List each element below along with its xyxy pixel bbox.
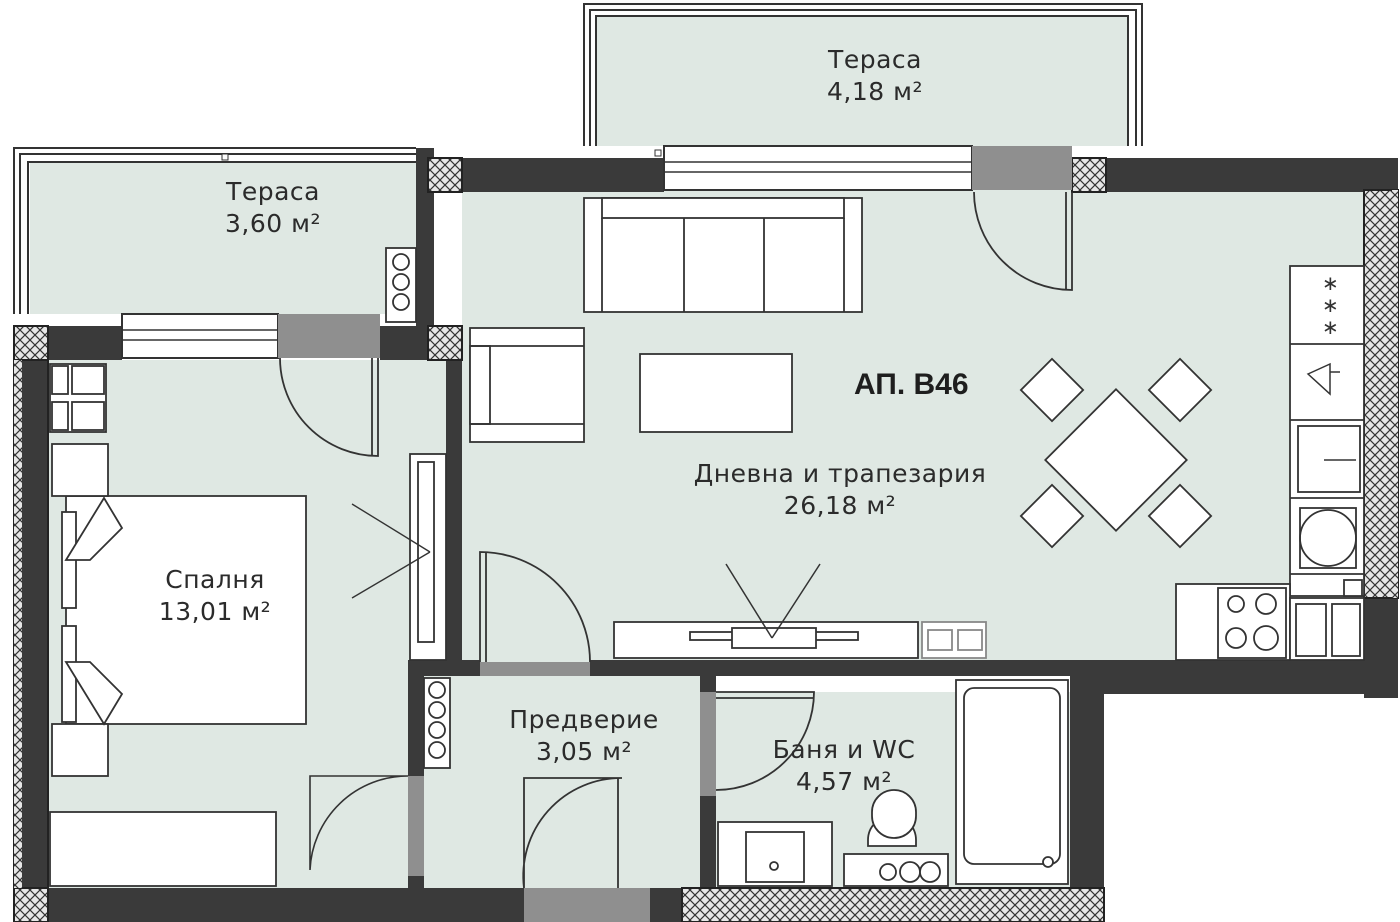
- room-area: 3,60 м²: [225, 209, 321, 238]
- column: [13, 325, 49, 361]
- furniture: [49, 197, 1365, 887]
- wall: [428, 158, 664, 192]
- coffee-table: [639, 353, 793, 433]
- railing-top-terrace-inner: [589, 9, 1137, 146]
- room-name: Баня и WC: [772, 735, 916, 764]
- door-swing: [479, 551, 591, 663]
- wall: [700, 676, 716, 692]
- hood-icon: [1306, 362, 1340, 396]
- hall-floor: [424, 676, 700, 888]
- wall: [1070, 660, 1104, 922]
- door-swing: [522, 777, 623, 889]
- chair: [1019, 357, 1085, 423]
- door-opening: [972, 146, 1072, 190]
- column: [1071, 157, 1107, 193]
- railing-left-terrace: [13, 147, 416, 314]
- wall: [408, 660, 480, 676]
- wall: [408, 660, 424, 776]
- room-label-hall: Предверие 3,05 м²: [474, 704, 694, 768]
- door-swing: [973, 191, 1073, 291]
- room-name: Тераса: [828, 45, 922, 74]
- svg-text:∗: ∗: [1322, 271, 1339, 295]
- room-name: Тераса: [226, 177, 320, 206]
- wall: [590, 660, 1104, 676]
- room-label-terrace-left: Тераса 3,60 м²: [168, 176, 378, 240]
- drain-icon: [654, 149, 662, 157]
- column: [427, 157, 463, 193]
- outer-wall-hatch: [14, 360, 22, 888]
- door-opening: [700, 692, 716, 796]
- room-name: Дневна и трапезария: [693, 459, 987, 488]
- room-label-terrace-top: Тераса 4,18 м²: [770, 44, 980, 108]
- apartment-label: АП. В46: [854, 368, 969, 401]
- wall: [14, 888, 524, 922]
- dining-table: [1044, 388, 1188, 532]
- door-swing: [309, 775, 409, 871]
- wall: [1070, 660, 1398, 694]
- svg-text:∗: ∗: [1322, 315, 1339, 339]
- wall: [408, 876, 424, 922]
- chair: [1147, 357, 1213, 423]
- extractor-icon: ∗ ∗ ∗: [1322, 271, 1339, 339]
- room-area: 4,18 м²: [827, 77, 923, 106]
- washing-machine: [1299, 509, 1357, 567]
- wardrobe: [49, 811, 277, 887]
- column: [13, 887, 49, 922]
- room-label-bedroom: Спалня 13,01 м²: [110, 564, 320, 628]
- door-opening: [408, 776, 424, 876]
- kitchen-icons: ∗ ∗ ∗: [1306, 271, 1356, 461]
- room-area: 4,57 м²: [796, 767, 892, 796]
- wall: [446, 326, 462, 662]
- railing-top-terrace-inner2: [595, 15, 1129, 146]
- terrace-railings: [13, 3, 1143, 314]
- outer-wall-hatch: [1392, 190, 1398, 598]
- stove: [1217, 587, 1287, 659]
- window: [121, 313, 279, 359]
- column: [681, 887, 1105, 922]
- terrace-left-floor: [30, 162, 416, 314]
- sink: [1297, 425, 1361, 493]
- doors: [279, 191, 1073, 889]
- door-opening: [480, 662, 590, 676]
- door-swing: [715, 691, 815, 791]
- door-opening: [278, 314, 380, 358]
- wall: [1072, 158, 1368, 192]
- chair: [1147, 483, 1213, 549]
- railing-left-terrace-inner: [19, 153, 416, 314]
- column: [427, 325, 463, 361]
- railing-left-terrace-inner2: [27, 161, 416, 314]
- room-label-living: Дневна и трапезария 26,18 м²: [660, 458, 1020, 522]
- railing-top-terrace: [583, 3, 1143, 146]
- door-opening: [524, 888, 650, 922]
- room-area: 3,05 м²: [536, 737, 632, 766]
- windows: [121, 145, 1072, 922]
- door-swing: [279, 357, 379, 457]
- svg-text:∗: ∗: [1322, 293, 1339, 317]
- room-area: 13,01 м²: [158, 597, 272, 626]
- window: [663, 145, 973, 191]
- drain-icon: [221, 153, 229, 161]
- chair: [1019, 483, 1085, 549]
- room-name: Предверие: [509, 705, 659, 734]
- room-area: 26,18 м²: [783, 491, 897, 520]
- room-name: Спалня: [165, 565, 265, 594]
- terrace-top-floor: [596, 16, 1128, 146]
- room-label-bath: Баня и WC 4,57 м²: [744, 734, 944, 798]
